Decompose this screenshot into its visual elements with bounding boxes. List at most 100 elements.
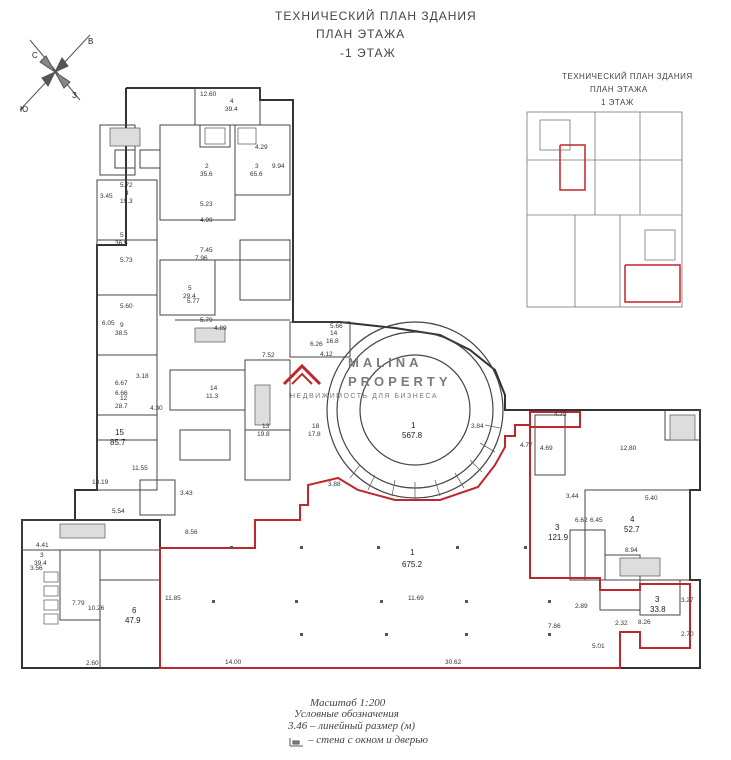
room-num: 14 <box>210 385 218 392</box>
room-num: 2 <box>205 163 209 170</box>
dimension: 5.54 <box>112 508 125 515</box>
room-num: 14 <box>330 330 338 337</box>
dimension: 8.56 <box>185 529 198 536</box>
inset-title-line3: 1 ЭТАЖ <box>601 98 634 107</box>
dimension: 2.70 <box>681 631 694 638</box>
dimension: 5.72 <box>120 182 133 189</box>
dimension: 2.60 <box>86 660 99 667</box>
dimension: 4.77 <box>520 442 533 449</box>
dimension: 5.23 <box>200 201 213 208</box>
room-area: 38.5 <box>115 330 128 337</box>
dimension: 4.69 <box>540 445 553 452</box>
room-num: 5 <box>188 285 192 292</box>
dimension: 7.45 <box>200 247 213 254</box>
dimension: 8.94 <box>625 547 638 554</box>
room-num: 15 <box>115 428 124 437</box>
room-area: 33.8 <box>650 605 666 614</box>
dimension: 14.00 <box>225 659 242 666</box>
dimension: 9.94 <box>272 163 285 170</box>
room-area: 16.8 <box>326 338 339 345</box>
dimension: 4.99 <box>200 217 213 224</box>
plan-title-line3: -1 ЭТАЖ <box>340 46 396 60</box>
room-num: 9 <box>120 322 124 329</box>
room-area: 52.7 <box>624 525 640 534</box>
room-num: 5 <box>120 232 124 239</box>
watermark-tagline: НЕДВИЖИМОСТЬ ДЛЯ БИЗНЕСА <box>290 393 439 400</box>
compass-south: Ю <box>20 105 28 114</box>
dimension: 3.56 <box>30 565 43 572</box>
room-num: 3 <box>40 552 44 559</box>
dimension: 5.79 <box>200 317 213 324</box>
room-num: 13 <box>262 423 270 430</box>
room-num: 1 <box>410 548 415 557</box>
plan-title-line1: ТЕХНИЧЕСКИЙ ПЛАН ЗДАНИЯ <box>275 9 477 23</box>
inset-highlight <box>559 144 681 303</box>
rotunda <box>326 321 504 499</box>
dimension: 4.89 <box>214 325 227 332</box>
room-area: 121.9 <box>548 533 569 542</box>
dimension: 6.05 <box>102 320 115 327</box>
compass-east: В <box>88 37 93 46</box>
fixtures <box>43 127 257 625</box>
legend-heading: Условные обозначения <box>294 708 399 720</box>
room-num: 12 <box>120 395 128 402</box>
dimension: 11.85 <box>165 595 181 602</box>
legend-dimension: 3.46 – линейный размер (м) <box>288 720 416 732</box>
room-area: 47.9 <box>125 616 141 625</box>
room-area: 65.6 <box>250 171 263 178</box>
dimension-labels: 12.80 5.40 8.94 6.62 6.45 3.44 14.00 30.… <box>30 91 694 667</box>
interior-walls <box>21 87 701 669</box>
dimension: 3.88 <box>328 481 341 488</box>
legend-scale: Масштаб 1:200 <box>310 697 386 709</box>
dimension: 11.69 <box>408 595 424 602</box>
dimension: 3.18 <box>136 373 149 380</box>
room-num: 4 <box>630 515 635 524</box>
dimension: 3.45 <box>100 193 113 200</box>
compass-icon <box>19 34 91 111</box>
dimension: 11.55 <box>132 465 148 472</box>
inset-title-line2: ПЛАН ЭТАЖА <box>590 85 648 94</box>
room-area: 675.2 <box>402 560 423 569</box>
room-area: 29.4 <box>183 293 196 300</box>
compass-west: З <box>72 91 77 100</box>
dimension: 8.26 <box>638 619 651 626</box>
dimension: 6.62 <box>575 517 588 524</box>
watermark-logo-icon <box>282 362 322 386</box>
dimension: 10.26 <box>88 605 105 612</box>
watermark-brand-line2: PROPERTY <box>348 374 452 389</box>
dimension: 5.77 <box>187 298 200 305</box>
dimension: 4.12 <box>320 351 333 358</box>
plan-title-line2: ПЛАН ЭТАЖА <box>316 27 406 41</box>
dimension: 30.62 <box>445 659 462 666</box>
room-area: 39.4 <box>34 560 47 567</box>
room-area: 567.8 <box>402 431 423 440</box>
dimension: 3.84 <box>471 423 484 430</box>
room-area: 11.3 <box>206 393 219 400</box>
dimension: 5.60 <box>120 303 133 310</box>
dimension: 4.41 <box>36 542 49 549</box>
dimension: 12.80 <box>620 445 637 452</box>
dimension: 7.52 <box>262 352 275 359</box>
dimension: 7.86 <box>548 623 561 630</box>
dimension: 3.43 <box>180 490 193 497</box>
legend-wall: – стена с окном и дверью <box>308 734 428 746</box>
columns <box>212 546 551 636</box>
dimension: 6.45 <box>590 517 603 524</box>
room-num: 4 <box>230 98 234 105</box>
dimension: 4.75 <box>554 411 567 418</box>
dimension: 3.27 <box>681 597 694 604</box>
inset-title-line1: ТЕХНИЧЕСКИЙ ПЛАН ЗДАНИЯ <box>562 72 693 81</box>
inset-plan <box>526 111 683 308</box>
room-num: 1 <box>411 421 416 430</box>
room-area: 19.8 <box>257 431 270 438</box>
room-area: 85.7 <box>110 438 126 447</box>
dimension: 5.40 <box>645 495 658 502</box>
dimension: 7.79 <box>72 600 85 607</box>
rotunda-stairs <box>349 424 501 498</box>
dimension: 5.66 <box>330 323 343 330</box>
dimension: 2.89 <box>575 603 588 610</box>
dimension: 7.96 <box>195 255 208 262</box>
dimension: 2.32 <box>615 620 628 627</box>
dimension: 5.01 <box>592 643 605 650</box>
